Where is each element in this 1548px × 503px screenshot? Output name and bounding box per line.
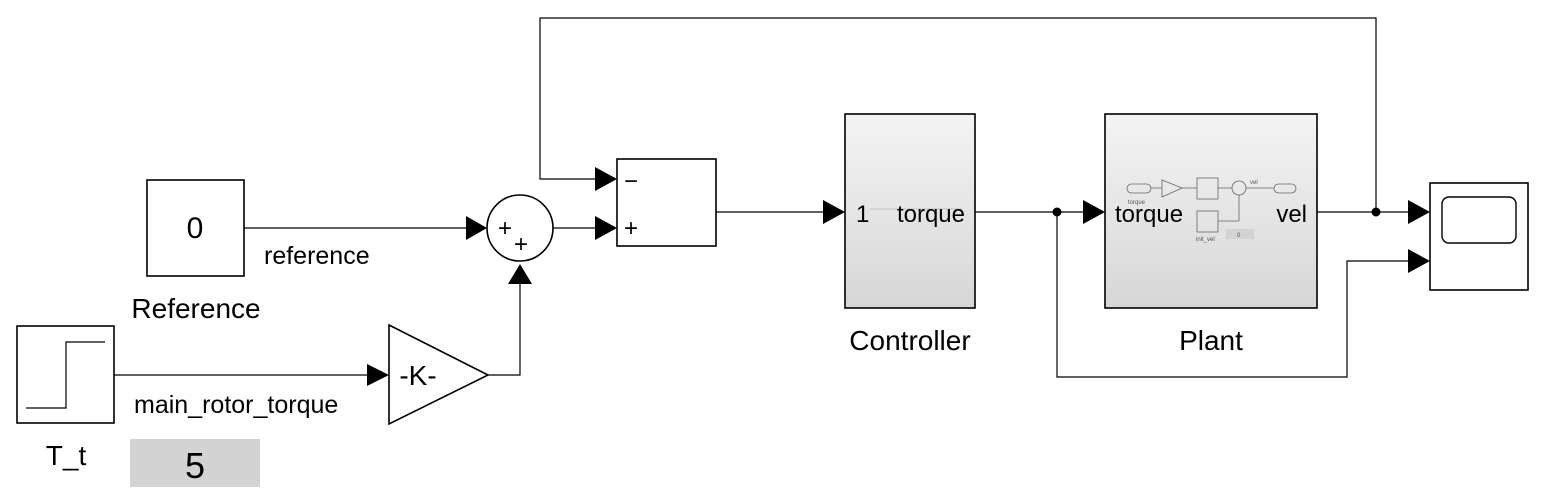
inner-vel-port [1273, 183, 1297, 194]
sum-input-bottom-arrow [508, 264, 532, 284]
sum-input-top-arrow [466, 216, 487, 240]
inner-init-vel-label: init_vel [1196, 237, 1215, 243]
inner-vel-label: vel [1250, 180, 1258, 186]
display-value: 5 [185, 445, 205, 486]
scope-screen-icon [1441, 196, 1517, 244]
main-rotor-torque-signal-label: main_rotor_torque [134, 391, 338, 419]
controller-port-out: torque [897, 201, 965, 228]
inner-torque-label: torque [1128, 200, 1146, 206]
sum-sign-top: + [498, 215, 512, 242]
inner-zero-display [1226, 229, 1254, 239]
constant-value: 0 [187, 212, 204, 245]
signal-lines [114, 17, 1430, 386]
gain-value: -K- [399, 360, 436, 391]
velocity-branch-point [1371, 207, 1381, 217]
subtract-sign-minus: − [624, 168, 638, 195]
controller-subsystem[interactable]: 1 torque [844, 113, 976, 309]
plant-input-arrow [1083, 200, 1105, 224]
reference-signal-label: reference [264, 242, 370, 270]
reference-block-name: Reference [131, 293, 260, 324]
step-icon [26, 341, 105, 409]
sum-block[interactable]: + + [486, 194, 554, 262]
sum-sign-bottom: + [514, 231, 528, 258]
plant-subsystem[interactable]: torque vel init_vel 0 torque vel [1104, 113, 1318, 309]
plant-inner-diagram: torque vel init_vel 0 [1126, 177, 1297, 243]
inner-zero-value: 0 [1237, 233, 1241, 239]
inner-torque-port [1126, 183, 1152, 194]
gain-block[interactable]: -K- [388, 323, 490, 426]
scope-input1-arrow [1408, 200, 1430, 224]
gain-input-arrow [367, 364, 389, 386]
inner-gain-triangle [1161, 179, 1184, 198]
subtract-block[interactable]: − + [616, 158, 717, 247]
plant-port-out: vel [1276, 201, 1307, 228]
controller-input-arrow [823, 200, 845, 224]
controller-name: Controller [849, 325, 970, 356]
plant-port-in: torque [1115, 201, 1183, 228]
torque-to-scope-line[interactable] [1056, 212, 1408, 378]
controller-port-in: 1 [856, 201, 869, 228]
scope-input2-arrow [1408, 249, 1430, 273]
inner-init-vel-block [1196, 210, 1219, 233]
feedback-line[interactable] [539, 17, 1377, 212]
inner-integrator [1196, 177, 1219, 200]
display-block[interactable]: 5 [130, 439, 260, 487]
scope-block[interactable] [1429, 182, 1529, 291]
subtract-sign-plus: + [624, 215, 638, 242]
plant-name: Plant [1179, 325, 1243, 356]
gain-output-line[interactable] [488, 284, 521, 376]
subtract-plus-arrow [595, 216, 617, 240]
step-block-name: T_t [46, 440, 87, 471]
reference-constant-block[interactable]: 0 [146, 179, 245, 277]
step-block[interactable] [16, 325, 115, 424]
subtract-minus-arrow [595, 167, 617, 191]
